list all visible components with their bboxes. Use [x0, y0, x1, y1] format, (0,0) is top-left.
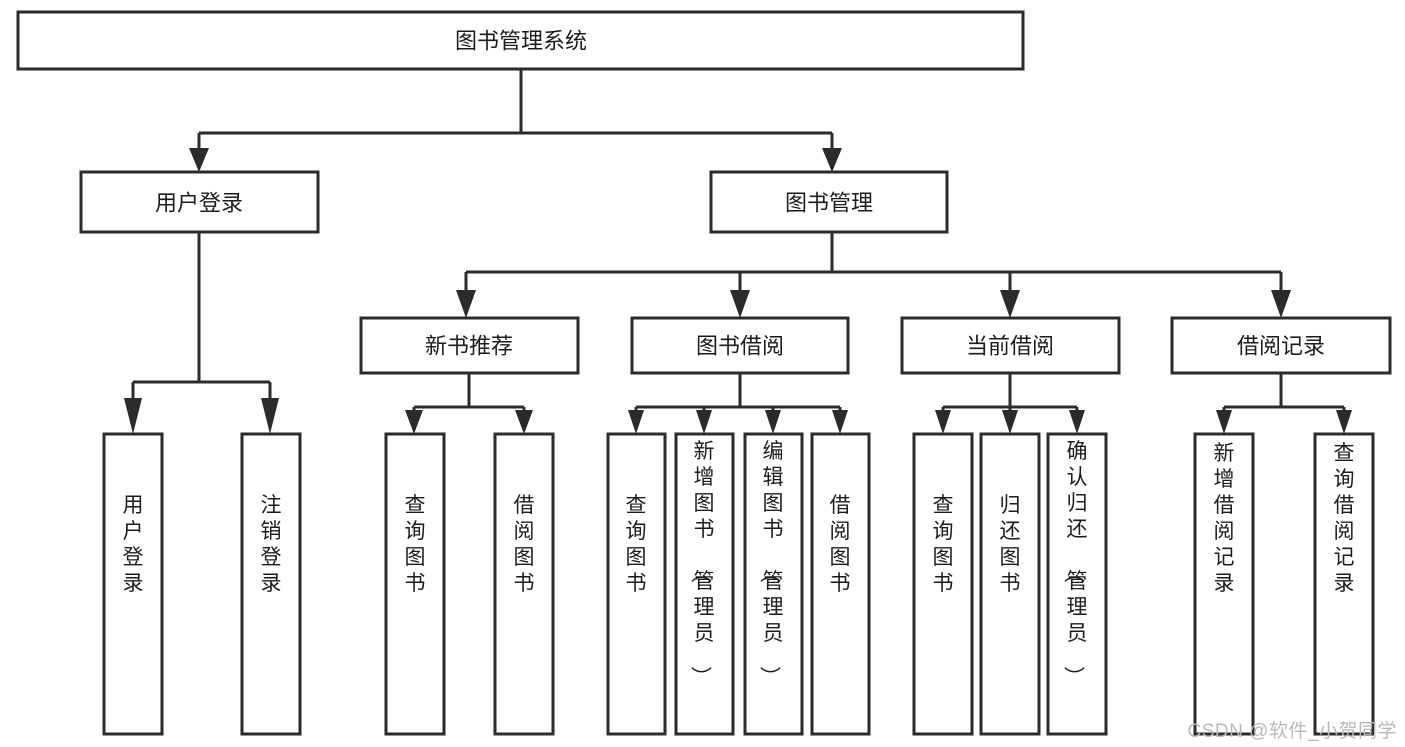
leaf-borrow-edit[interactable]: 编辑图书（管理员）: [743, 432, 804, 736]
leaf-current-confirm-label: 确认归还（管理员）: [1062, 440, 1088, 687]
leaf-user-logout[interactable]: 注销登录: [240, 432, 302, 736]
node-root-box[interactable]: [16, 10, 1025, 71]
leaf-current-query[interactable]: 查询图书: [912, 432, 974, 736]
arrowhead-current-l3: [1069, 410, 1085, 434]
leaf-current-query-box[interactable]: [912, 432, 974, 736]
leaf-borrow-borrow-box[interactable]: [810, 432, 871, 736]
node-current-borrow[interactable]: 当前借阅: [900, 316, 1121, 375]
leaf-newbook-borrow-label: 借阅图书: [514, 494, 535, 595]
node-root[interactable]: 图书管理系统: [16, 10, 1025, 71]
node-borrow-record-label: 借阅记录: [1237, 334, 1325, 359]
node-user-login-label: 用户登录: [155, 191, 243, 216]
arrowhead-newbook-l1: [405, 410, 423, 434]
arrowhead-borrow-l4: [832, 410, 848, 434]
leaf-current-return-box[interactable]: [979, 432, 1041, 736]
arrowhead-root-to-book-manage: [822, 148, 842, 172]
node-borrow[interactable]: 图书借阅: [630, 316, 850, 375]
node-borrow-box[interactable]: [630, 316, 850, 375]
arrowhead-bm-record: [1271, 290, 1291, 318]
arrowhead-bm-current: [1000, 290, 1020, 318]
leaf-borrow-query-box[interactable]: [606, 432, 667, 736]
node-borrow-record-box[interactable]: [1170, 316, 1392, 375]
node-book-manage[interactable]: 图书管理: [709, 170, 949, 234]
leaf-borrow-edit-label: 编辑图书（管理员）: [758, 440, 784, 687]
node-user-login[interactable]: 用户登录: [79, 170, 320, 234]
node-current-borrow-label: 当前借阅: [966, 334, 1054, 359]
node-current-borrow-box[interactable]: [900, 316, 1121, 375]
arrowhead-userlogin-leaf1: [124, 398, 142, 434]
leaf-newbook-query-box[interactable]: [384, 432, 446, 736]
leaf-newbook-borrow-box[interactable]: [493, 432, 555, 736]
node-new-book-box[interactable]: [359, 316, 580, 375]
leaf-record-query[interactable]: 查询借阅记录: [1313, 432, 1375, 736]
leaf-current-confirm[interactable]: 确认归还（管理员）: [1046, 432, 1108, 736]
leaf-current-query-label: 查询图书: [933, 494, 954, 595]
leaf-user-login-box[interactable]: [102, 432, 164, 736]
leaf-user-login[interactable]: 用户登录: [102, 432, 164, 736]
leaf-borrow-add[interactable]: 新增图书（管理员）: [674, 432, 735, 736]
node-new-book[interactable]: 新书推荐: [359, 316, 580, 375]
arrowhead-root-to-user-login: [189, 148, 209, 172]
leaf-borrow-borrow[interactable]: 借阅图书: [810, 432, 871, 736]
leaf-user-logout-label: 注销登录: [261, 494, 282, 595]
arrowhead-record-l1: [1216, 410, 1232, 434]
arrowhead-borrow-l3: [765, 410, 781, 434]
node-borrow-label: 图书借阅: [696, 334, 784, 359]
leaf-newbook-query[interactable]: 查询图书: [384, 432, 446, 736]
leaf-newbook-query-label: 查询图书: [405, 494, 426, 595]
arrowhead-newbook-l2: [515, 410, 533, 434]
edge-layer: [124, 69, 1352, 434]
leaf-user-logout-box[interactable]: [240, 432, 302, 736]
leaf-current-return[interactable]: 归还图书: [979, 432, 1041, 736]
leaf-borrow-edit-box[interactable]: [743, 432, 804, 736]
leaf-record-query-label: 查询借阅记录: [1334, 442, 1355, 595]
arrowhead-current-l2: [1002, 410, 1018, 434]
leaf-current-confirm-box[interactable]: [1046, 432, 1108, 736]
node-book-manage-label: 图书管理: [785, 191, 873, 216]
node-borrow-record[interactable]: 借阅记录: [1170, 316, 1392, 375]
leaf-record-query-box[interactable]: [1313, 432, 1375, 736]
arrowhead-userlogin-leaf2: [261, 398, 279, 434]
leaf-borrow-add-label: 新增图书（管理员）: [689, 440, 715, 687]
leaf-record-add[interactable]: 新增借阅记录: [1193, 432, 1255, 736]
node-new-book-label: 新书推荐: [425, 334, 513, 359]
arrowhead-bm-borrow: [730, 290, 750, 318]
node-book-manage-box[interactable]: [709, 170, 949, 234]
leaf-record-add-label: 新增借阅记录: [1214, 442, 1235, 595]
leaf-borrow-query-label: 查询图书: [626, 494, 647, 595]
leaf-record-add-box[interactable]: [1193, 432, 1255, 736]
arrowhead-bm-newbook: [456, 290, 476, 318]
leaf-current-return-label: 归还图书: [1000, 494, 1021, 595]
arrowhead-current-l1: [935, 410, 951, 434]
leaf-user-login-label: 用户登录: [123, 494, 144, 595]
leaf-borrow-borrow-label: 借阅图书: [830, 494, 851, 595]
leaf-borrow-query[interactable]: 查询图书: [606, 432, 667, 736]
arrowhead-borrow-l2: [696, 410, 712, 434]
arrowhead-borrow-l1: [628, 410, 644, 434]
node-root-label: 图书管理系统: [455, 29, 587, 54]
node-user-login-box[interactable]: [79, 170, 320, 234]
leaf-newbook-borrow[interactable]: 借阅图书: [493, 432, 555, 736]
leaf-borrow-add-box[interactable]: [674, 432, 735, 736]
arrowhead-record-l2: [1336, 410, 1352, 434]
